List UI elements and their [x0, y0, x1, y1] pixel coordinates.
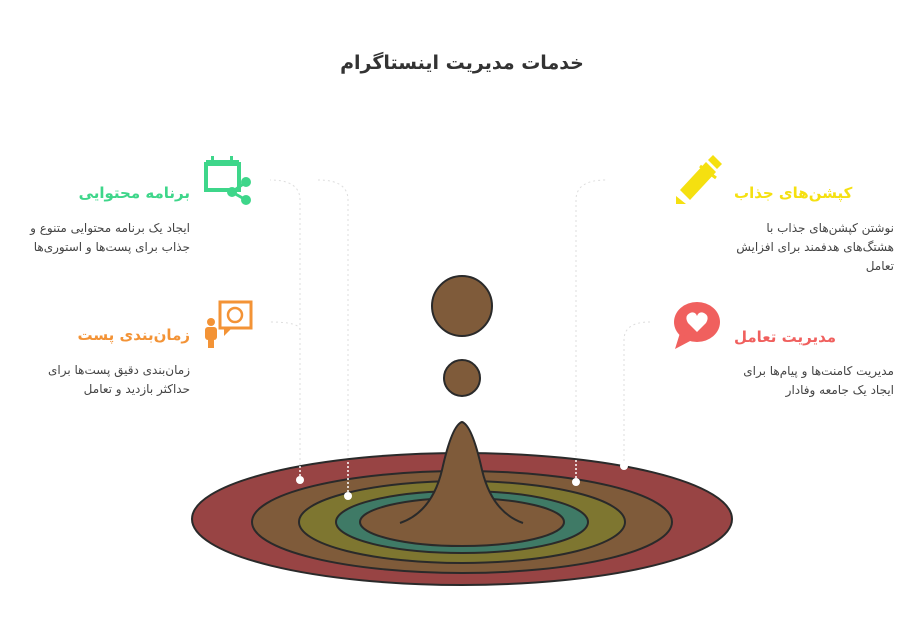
calendar-share-icon [204, 156, 251, 205]
connector-line [317, 179, 349, 496]
page-title: خدمات مدیریت اینستاگرام [340, 52, 584, 74]
marker-dot [572, 478, 580, 486]
item-desc-captions: نوشتن کپشن‌های جذاب با هشتگ‌های هدفمند ب… [736, 221, 894, 273]
splash-peak [399, 420, 524, 524]
drop-large [431, 275, 493, 337]
item-title-content-plan: برنامه محتوایی [78, 184, 190, 202]
connector-line [575, 179, 607, 482]
heart-chat-icon [674, 302, 720, 349]
item-desc-content-plan: ایجاد یک برنامه محتوایی متنوع و جذاب برا… [30, 221, 190, 254]
connector-line [269, 179, 301, 480]
item-title-scheduling: زمان‌بندی پست [77, 326, 190, 344]
item-desc-engagement: مدیریت کامنت‌ها و پیام‌ها برای ایجاد یک … [743, 364, 894, 397]
connector-line [623, 321, 651, 466]
marker-dot [344, 492, 352, 500]
drop-small [443, 359, 481, 397]
marker-dot [296, 476, 304, 484]
pen-icon [676, 155, 722, 204]
item-desc-scheduling: زمان‌بندی دقیق پست‌ها برای حداکثر بازدید… [48, 363, 190, 396]
presenter-clock-icon [205, 300, 253, 348]
connector-line [269, 321, 301, 331]
marker-dot [620, 462, 628, 470]
item-title-captions: کپشن‌های جذاب [734, 184, 853, 202]
item-title-engagement: مدیریت تعامل [734, 328, 837, 346]
